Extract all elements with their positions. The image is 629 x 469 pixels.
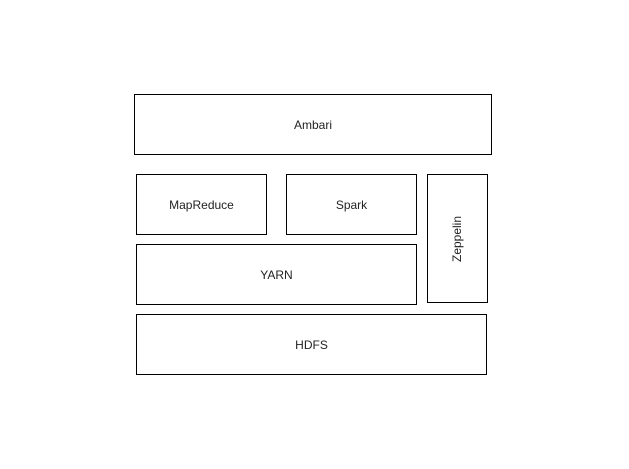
zeppelin-label: Zeppelin (450, 215, 465, 262)
ambari-label: Ambari (293, 117, 332, 132)
mapreduce-box: MapReduce (136, 174, 267, 235)
spark-box: Spark (286, 174, 417, 235)
spark-label: Spark (335, 197, 368, 212)
hdfs-box: HDFS (136, 314, 487, 375)
yarn-label: YARN (260, 267, 293, 282)
hdfs-label: HDFS (295, 337, 328, 352)
yarn-box: YARN (136, 244, 417, 305)
zeppelin-box: Zeppelin (427, 174, 488, 303)
mapreduce-label: MapReduce (169, 197, 234, 212)
ambari-box: Ambari (134, 94, 492, 155)
